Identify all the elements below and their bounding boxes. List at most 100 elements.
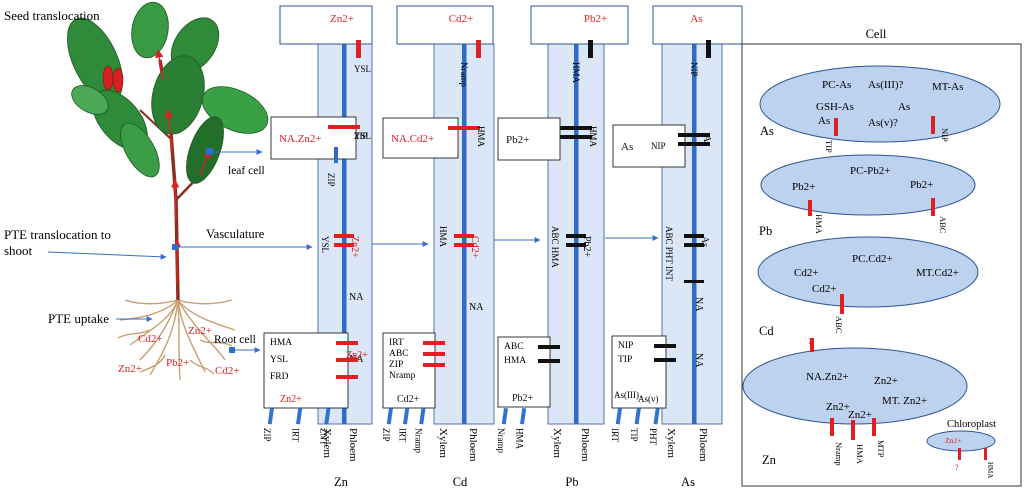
- root-cell-marker: [229, 347, 235, 353]
- cell-transporter-mark: [830, 418, 834, 436]
- cell-transporter-mark: [931, 198, 935, 216]
- leaf-box-cd: [382, 117, 459, 159]
- cell-species: GSH-As: [816, 101, 854, 113]
- root-ion: Zn2+: [118, 363, 142, 375]
- column-top-ion: Cd2+: [449, 13, 474, 25]
- uptake-transporter-mark: [296, 408, 303, 425]
- leaf-box-ion: NA.Zn2+: [279, 133, 322, 145]
- transporter-label: Nramp: [459, 62, 469, 87]
- uptake-transporter-label: HMA: [514, 428, 524, 450]
- uptake-transporter-label: TIP: [629, 428, 639, 442]
- root-box-ion: As(III): [614, 390, 639, 400]
- transporter-mark: [336, 341, 358, 345]
- cell-species: PC.Cd2+: [852, 253, 893, 265]
- uptake-transporter-label: ZIP: [381, 428, 391, 442]
- xylem-transporter-label: ABC PHT INT: [664, 226, 674, 281]
- root-box-zn: [263, 332, 349, 409]
- pte-translocation-label-2: shoot: [4, 243, 33, 258]
- xylem-transporter-label: HMA: [438, 226, 448, 248]
- leaf-cell-label: leaf cell: [228, 165, 265, 177]
- transporter-mark: [566, 243, 586, 247]
- cell-panel-title: Cell: [866, 27, 887, 41]
- leaf-box-ion: Pb2+: [506, 134, 529, 146]
- uptake-transporter-label: IRT: [397, 428, 407, 442]
- cell-transporter-mark: [834, 118, 838, 136]
- phloem-na: NA: [693, 353, 704, 368]
- cell-panel: Cell PC-As As(III)? MT-As GSH-As As As A…: [741, 27, 1022, 487]
- as-cell: PC-As As(III)? MT-As GSH-As As As As(v)?…: [759, 65, 1001, 153]
- cell-species: MT.Cd2+: [916, 267, 959, 279]
- transporter-mark: [328, 125, 360, 129]
- root-ion: Pb2+: [166, 357, 189, 369]
- transporter-mark: [678, 133, 710, 137]
- cell-transporter-label: HMA: [855, 444, 865, 465]
- uptake-transporter-label: IRT: [290, 428, 300, 442]
- transporter-mark: [448, 126, 480, 130]
- pte-uptake-label: PTE uptake: [48, 311, 109, 326]
- cell-transporter-mark: [984, 448, 987, 460]
- phloem-na: NA: [469, 302, 484, 313]
- column-top-box-cd: [396, 5, 494, 45]
- transporter-mark: [538, 345, 560, 349]
- uptake-transporter-mark: [615, 408, 622, 425]
- cell-transporter-mark: [851, 420, 855, 440]
- roots: [117, 299, 236, 381]
- metal-columns: Zn2+YSLNA.Zn2+YSLZIPZIPYSLZn2+NANAHMAYSL…: [262, 5, 743, 489]
- column-top-box-as: [652, 5, 743, 45]
- pb-cell: PC-Pb2+ Pb2+ Pb2+ HMA ABC Pb: [759, 154, 976, 238]
- root-box-ion: Zn2+: [280, 394, 302, 405]
- uptake-transporter-mark: [501, 408, 508, 425]
- xylem-label: Xylem: [321, 428, 333, 458]
- transporter-mark: [654, 358, 676, 362]
- uptake-transporter-mark: [634, 408, 641, 425]
- cell-species: ?: [955, 463, 959, 472]
- phloem-label: Phloem: [347, 428, 359, 462]
- transporter-label: FRD: [270, 372, 289, 382]
- cell-species: Cd2+: [794, 267, 819, 279]
- vasculature-marker: [172, 244, 178, 250]
- uptake-transporter-label: ZIP: [262, 428, 272, 442]
- transporter-mark: [356, 40, 361, 58]
- xylem-transporter-label: ABC HMA: [550, 226, 560, 268]
- pte-translocation-arrow: [47, 251, 167, 260]
- transporter-label: HMA: [270, 338, 292, 348]
- cell-species: As: [898, 101, 910, 113]
- column-metal-label: Pb: [565, 475, 578, 489]
- transporter-mark: [684, 280, 704, 283]
- uptake-transporter-label: ZNT: [319, 428, 329, 446]
- leaf-box-zn: [270, 116, 357, 160]
- plant-illustration: [67, 1, 269, 381]
- root-box-ion: As(v): [638, 394, 659, 404]
- cell-transporter-mark: [872, 418, 876, 436]
- transporter-label: ABC: [504, 342, 524, 352]
- column-top-ion: Zn2+: [330, 13, 354, 25]
- transporter-mark: [334, 243, 354, 247]
- phloem-label: Phloem: [467, 428, 479, 462]
- xylem-label: Xylem: [437, 428, 449, 458]
- root-box-ion: Cd2+: [397, 394, 420, 405]
- uptake-transporter-mark: [324, 408, 331, 425]
- vasculature-label: Vasculature: [206, 227, 265, 241]
- transporter-label: HMA: [504, 356, 526, 366]
- uptake-transporter-label: Nramp: [496, 428, 506, 453]
- phloem-label: Phloem: [579, 428, 591, 462]
- chloroplast-label: Chloroplast: [947, 419, 996, 430]
- transporter-mark: [678, 142, 710, 146]
- transporter-mark: [684, 234, 704, 238]
- transporter-mark: [476, 40, 481, 58]
- uptake-transporter-mark: [267, 408, 274, 425]
- root-side-ion: Zn2+: [346, 350, 368, 361]
- cell-metal-label: As: [760, 124, 774, 138]
- uptake-transporter-label: Nramp: [414, 428, 424, 453]
- xylem-label: Xylem: [665, 428, 677, 458]
- transporter-mark: [423, 363, 445, 367]
- cell-transporter-label: NIP: [940, 128, 950, 142]
- cell-species: Zn2+: [848, 409, 872, 421]
- chloroplast: Chloroplast Zn2+ ? HMA: [926, 419, 996, 478]
- cell-species: Pb2+: [792, 181, 815, 193]
- uptake-transporter-mark: [386, 408, 393, 425]
- column-metal-label: As: [681, 475, 695, 489]
- transporter-label: YSL: [354, 64, 371, 74]
- cell-transporter-label: TIP: [824, 140, 834, 153]
- transporter-mark: [423, 352, 445, 356]
